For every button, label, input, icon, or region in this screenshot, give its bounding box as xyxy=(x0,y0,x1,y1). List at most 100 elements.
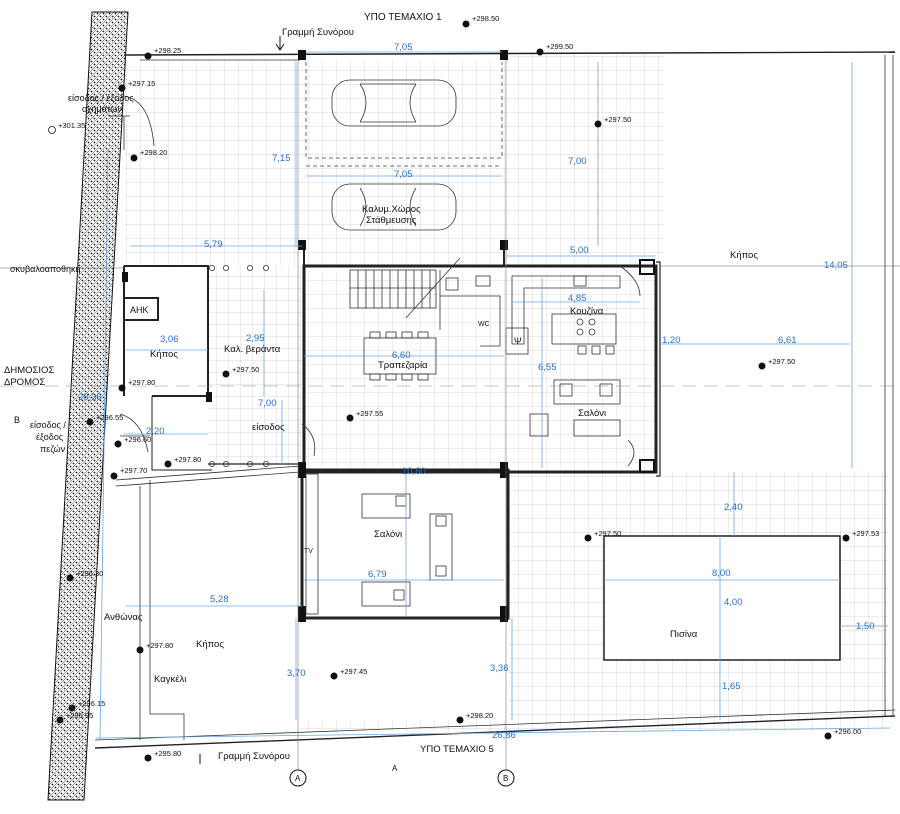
dim-485: 4,85 xyxy=(568,293,587,304)
dim-528: 5,28 xyxy=(210,594,229,605)
dim-1405: 14,05 xyxy=(824,260,848,271)
garage-outline xyxy=(305,62,503,159)
pool xyxy=(603,535,841,661)
paving-veranda xyxy=(208,266,302,468)
dim-295: 2,95 xyxy=(246,333,265,344)
living-furniture-1 xyxy=(529,379,635,467)
dim-579: 5,79 xyxy=(204,239,223,250)
level-l12: +297.55 xyxy=(356,409,383,418)
level-l5: +301.35 xyxy=(58,121,85,130)
level-l24: +296.00 xyxy=(834,727,861,736)
label-public-road-1: ΔΗΜΟΣΙΟΣ xyxy=(4,365,54,376)
house-walls xyxy=(115,246,661,740)
label-vehicle-entry-1: είσοδος / έξοδος xyxy=(68,93,134,103)
label-garage-1: Καλυμ.Χώρος xyxy=(362,204,421,215)
label-psi: Ψ xyxy=(514,336,522,346)
label-ped-entry-1: είσοδος / xyxy=(30,420,66,430)
dim-655: 6,55 xyxy=(538,362,557,373)
level-l25: +295.80 xyxy=(154,749,181,758)
paving-top-right xyxy=(504,52,664,266)
level-l18: +296.30 xyxy=(76,569,103,578)
dim-1060: 10,60 xyxy=(402,466,426,477)
dimension-texts: 7,05 7,05 7,15 7,00 5,79 5,00 14,05 4,85… xyxy=(78,42,875,741)
dim-705-mid: 7,05 xyxy=(394,169,413,180)
label-dining: Τραπεζαρία xyxy=(378,360,428,371)
label-garden-bottom: Κήπος xyxy=(196,639,224,650)
label-garden-left: Κήπος xyxy=(150,349,178,360)
level-l22: +295.95 xyxy=(66,711,93,720)
dim-715: 7,15 xyxy=(272,153,291,164)
label-kitchen: Κουζίνα xyxy=(570,306,604,317)
living-furniture-2 xyxy=(305,473,453,615)
label-trash-store: σκυβαλοαποθηκη xyxy=(10,264,81,274)
level-l9: +297.50 xyxy=(232,365,259,374)
left-boundary-wall xyxy=(47,11,129,801)
dim-370: 3,70 xyxy=(287,668,306,679)
kitchen-units xyxy=(505,265,641,355)
dim-705-top: 7,05 xyxy=(394,42,413,53)
level-markers: +298.50 +298.25 +299.50 +297.15 +301.35 … xyxy=(48,14,879,762)
dim-800: 8,00 xyxy=(712,568,731,579)
label-boundary-bottom: Γραμμή Συνόρου xyxy=(218,751,290,762)
columns xyxy=(122,50,655,622)
label-plot-bottom: ΥΠΟ ΤΕΜΑΧΙΟ 5 xyxy=(420,744,494,755)
dim-660: 6,60 xyxy=(392,350,411,361)
veranda-posts xyxy=(208,264,269,467)
level-l19: +297.80 xyxy=(146,641,173,650)
level-l1: +298.50 xyxy=(472,14,499,23)
label-entrance: είσοδος xyxy=(252,422,285,433)
level-l2: +298.25 xyxy=(154,46,181,55)
wc-room xyxy=(439,270,501,347)
paving-top-left xyxy=(124,60,304,266)
entrance-door xyxy=(301,423,316,457)
label-boundary-top: Γραμμή Συνόρου xyxy=(282,27,354,38)
label-ped-entry-2: έξοδος xyxy=(36,432,64,442)
level-l10: +297.50 xyxy=(768,357,795,366)
dim-220: 2,20 xyxy=(146,426,165,437)
dim-500: 5,00 xyxy=(570,245,589,256)
level-l14: +297.70 xyxy=(120,466,147,475)
label-wc: WC xyxy=(478,321,490,328)
label-ped-entry-3: πεζών xyxy=(40,444,66,454)
dim-306: 3,06 xyxy=(160,334,179,345)
level-l21: +296.15 xyxy=(78,699,105,708)
label-ahk: ΑΗΚ xyxy=(130,305,149,315)
axis-b-marker xyxy=(497,769,515,787)
dim-679: 6,79 xyxy=(368,569,387,580)
paving-bottom-strip xyxy=(300,720,890,732)
label-covered-veranda: Καλ. βεράντα xyxy=(224,344,281,355)
axis-markers xyxy=(289,60,515,787)
text-labels: ΥΠΟ ΤΕΜΑΧΙΟ 1 ΥΠΟ ΤΕΜΑΧΙΟ 5 Γραμμή Συνόρ… xyxy=(4,12,758,783)
dimension-lines xyxy=(95,51,891,741)
label-axis-a: A xyxy=(295,774,301,783)
car-bottom xyxy=(331,183,457,231)
dim-2686: 26,86 xyxy=(492,730,516,741)
pedestrian-gate xyxy=(119,413,150,453)
axis-a-marker xyxy=(289,769,307,787)
level-l7: +298.20 xyxy=(140,148,167,157)
dim-120: 1,20 xyxy=(662,335,681,346)
paving-garage xyxy=(304,60,504,266)
label-axis-letter-a: A xyxy=(392,764,398,773)
level-l3: +299.50 xyxy=(546,42,573,51)
dim-336: 3,36 xyxy=(490,663,509,674)
label-pool: Πισίνα xyxy=(670,629,698,640)
level-l11: +296.55 xyxy=(96,413,123,422)
label-living-1: Σαλόνι xyxy=(578,408,606,419)
dim-700-right: 7,00 xyxy=(568,156,587,167)
level-l23: +298.20 xyxy=(466,711,493,720)
dim-700-left: 7,00 xyxy=(258,398,277,409)
label-garden-right: Κήπος xyxy=(730,250,758,261)
level-l8: +297.80 xyxy=(128,378,155,387)
level-l16: +297.50 xyxy=(594,529,621,538)
level-l6: +297.50 xyxy=(604,115,631,124)
dim-661: 6,61 xyxy=(778,335,797,346)
label-garage-2: Στάθμευσης xyxy=(366,215,417,226)
dim-150: 1,50 xyxy=(856,621,875,632)
label-flowerbed: Ανθώνας xyxy=(104,612,143,623)
label-axis-b: B xyxy=(503,774,508,783)
level-l4: +297.15 xyxy=(128,79,155,88)
dim-240: 2,40 xyxy=(724,502,743,513)
label-public-road-2: ΔΡΟΜΟΣ xyxy=(4,377,45,388)
